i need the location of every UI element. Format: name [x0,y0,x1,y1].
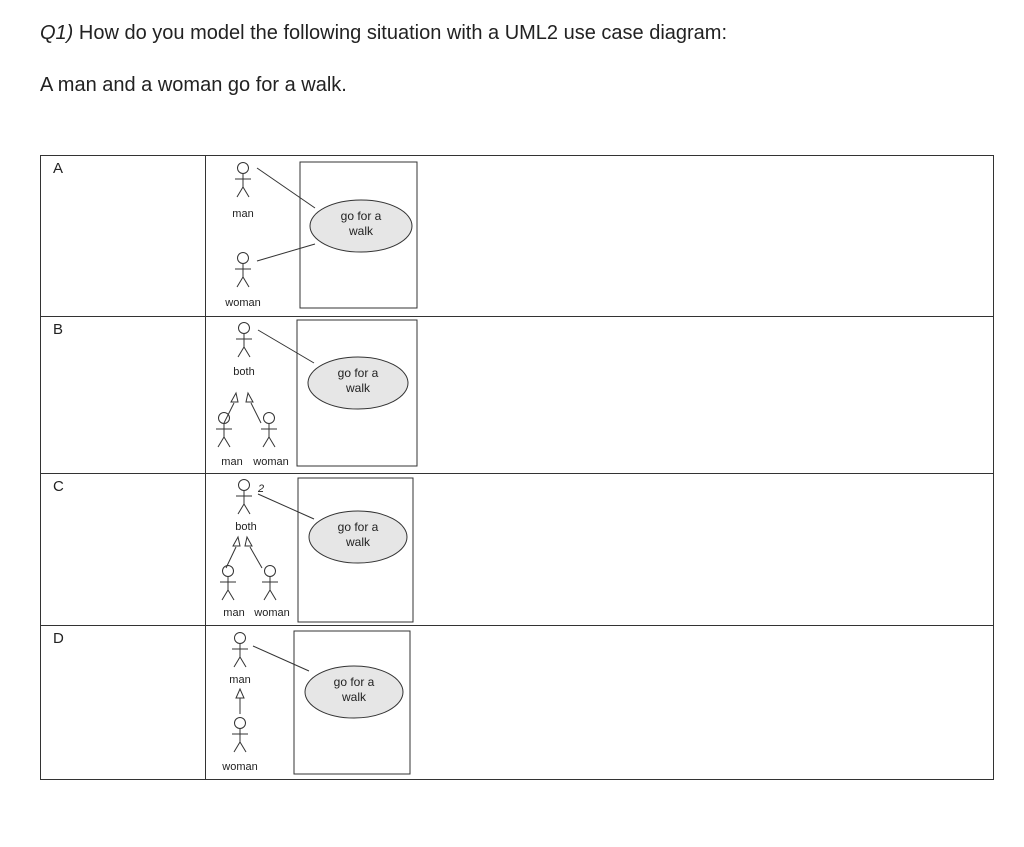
option-c-letter: C [41,474,206,625]
question-text: Q1) How do you model the following situa… [40,22,727,45]
system-boundary [296,319,418,467]
option-b-uml-diagram: both man woman go for a walk [216,319,418,468]
option-a-uml-diagram: man woman go for a walk [224,161,418,309]
use-case-label-line2: walk [341,690,367,704]
actor-label-woman: woman [224,297,260,309]
generalization-line [249,546,263,569]
option-c-uml-diagram: 2 both man woman go for a walk [220,477,414,623]
question-body: How do you model the following situation… [78,22,728,44]
actor-icon [235,252,251,288]
system-boundary [297,477,414,623]
actor-label-man: man [223,607,244,619]
actor-label-man: man [221,456,242,468]
use-case-ellipse [309,199,413,253]
generalization-line [223,402,235,424]
system-boundary [299,161,418,309]
generalization-arrowhead [245,391,254,403]
option-b-letter: B [41,317,206,473]
option-d-uml-diagram: man woman go for a walk [221,630,411,775]
actor-label-man: man [229,674,250,686]
use-case-ellipse [304,665,404,719]
option-d-diagram: man woman go for a walk [206,626,993,779]
system-boundary [293,630,411,775]
actor-icon [220,565,236,601]
actor-icon [236,322,252,358]
use-case-label-line2: walk [345,535,371,549]
actor-icon [261,412,277,448]
use-case-label-line2: walk [348,224,374,238]
association-line [257,329,315,364]
generalization-arrowhead [232,535,241,547]
generalization-line [225,546,237,569]
association-line [256,167,316,209]
option-a-row[interactable]: A man woman go for a walk [41,156,993,316]
multiplicity-label: 2 [257,483,264,495]
actor-label-woman: woman [252,456,288,468]
actor-icon [232,717,248,753]
scenario-text: A man and a woman go for a walk. [40,74,347,96]
option-c-diagram: 2 both man woman go for a walk [206,474,993,625]
question-number: Q1) [40,22,74,44]
option-b-diagram: both man woman go for a walk [206,317,993,473]
option-d-letter: D [41,626,206,779]
actor-label-man: man [232,208,253,220]
generalization-arrowhead [244,535,253,547]
use-case-label-line1: go for a [338,520,379,534]
actor-icon [232,632,248,668]
use-case-label-line1: go for a [334,675,375,689]
generalization-arrowhead [235,687,245,699]
actor-icon [262,565,278,601]
association-line [257,493,315,520]
association-line [256,243,316,262]
actor-label-both: both [233,366,254,378]
option-b-row[interactable]: B both man woman go for a [41,316,993,473]
option-a-diagram: man woman go for a walk [206,156,993,316]
option-d-row[interactable]: D man woman go for a walk [41,625,993,779]
generalization-line [250,402,262,424]
use-case-label-line1: go for a [338,366,379,380]
option-c-row[interactable]: C 2 both man woman g [41,473,993,625]
actor-icon [235,162,251,198]
actor-icon [236,479,252,515]
actor-label-woman: woman [253,607,289,619]
actor-label-both: both [235,521,256,533]
options-table: A man woman go for a walk B [40,155,994,780]
association-line [252,645,310,672]
option-a-letter: A [41,156,206,316]
actor-icon [216,412,232,448]
generalization-arrowhead [230,391,239,403]
actor-label-woman: woman [221,761,257,773]
use-case-label-line1: go for a [341,209,382,223]
use-case-ellipse [307,356,409,410]
use-case-ellipse [308,510,408,564]
use-case-label-line2: walk [345,381,371,395]
